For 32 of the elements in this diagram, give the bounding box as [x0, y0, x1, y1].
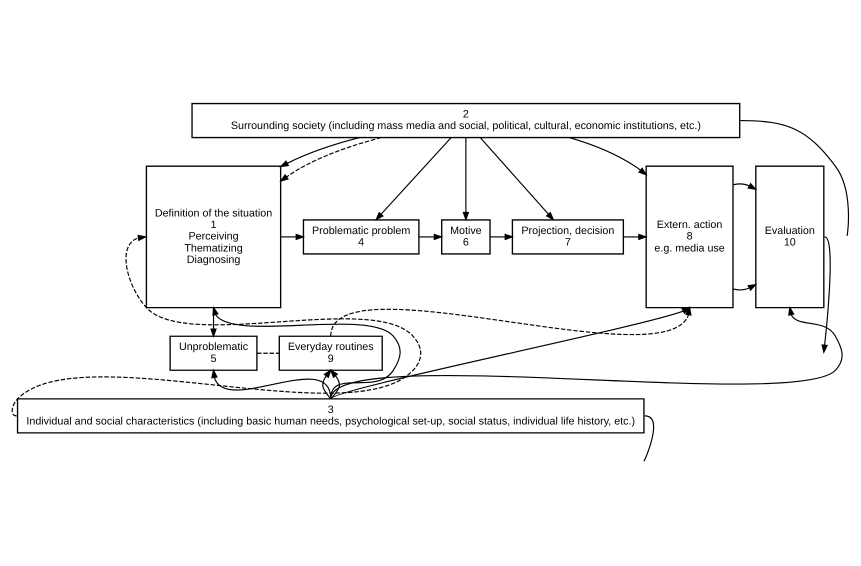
arrow: [330, 368, 340, 400]
arrow: [462, 138, 470, 222]
arrow: [330, 306, 692, 400]
arrow: [279, 137, 360, 168]
arrow: [330, 306, 843, 400]
connector: [257, 352, 280, 354]
arrow: [375, 137, 452, 221]
arrow: [732, 284, 758, 292]
node-box: Evaluation 10: [755, 166, 824, 308]
arrow: [732, 182, 758, 190]
arrow: [419, 234, 444, 240]
arrow: [624, 234, 648, 240]
node-box: Unproblematic 5: [169, 336, 258, 371]
arrow: [279, 137, 382, 182]
arrow: [322, 368, 332, 400]
arrow: [211, 368, 332, 399]
arrow: [570, 137, 648, 176]
arrow: [280, 234, 306, 240]
node-box: Projection, decision 7: [512, 219, 624, 255]
node-box: Problematic problem 4: [302, 219, 420, 255]
arrow: [480, 137, 554, 221]
node-box: Motive 6: [441, 219, 491, 255]
node-box: 3 Individual and social characteristics (including basic human needs, psychological set-up, social status, individual life history, etc.): [16, 398, 645, 434]
arrow: [212, 306, 401, 399]
arrow: [821, 236, 831, 354]
node-box: Everyday routines 9: [278, 336, 383, 371]
node-box: Extern. action 8 e.g. media use: [646, 166, 734, 308]
node-box: 2 Surrounding society (including mass media and social, political, cultural, economic institutions, etc.): [191, 102, 740, 138]
arrow: [490, 234, 514, 240]
node-box: Definition of the situation 1 Perceiving Thematizing Diagnosing: [146, 166, 282, 308]
arrow: [330, 306, 692, 336]
connector: [740, 120, 850, 236]
